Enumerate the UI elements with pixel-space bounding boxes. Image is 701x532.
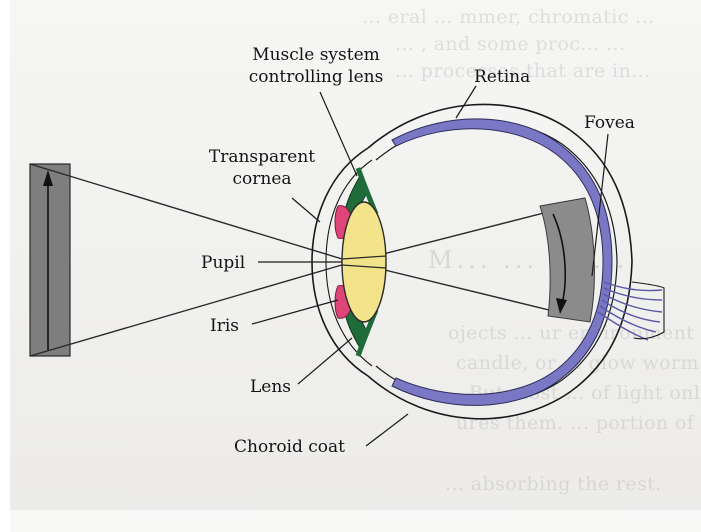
photo-border-left — [0, 0, 10, 532]
label-cornea-line1: Transparent — [209, 147, 315, 167]
label-choroid: Choroid coat — [234, 437, 345, 457]
leader-lens — [298, 338, 352, 384]
leader-choroid — [366, 414, 408, 446]
lens-body — [342, 202, 386, 322]
label-lens: Lens — [250, 377, 291, 397]
label-cornea-line2: cornea — [232, 169, 291, 189]
label-muscle-line2: controlling lens — [249, 67, 384, 87]
leader-iris — [252, 300, 338, 324]
object-arrow-figure — [30, 164, 70, 356]
light-rays — [30, 164, 590, 356]
label-fovea: Fovea — [584, 113, 635, 133]
label-pupil: Pupil — [201, 253, 245, 273]
object-bar — [30, 164, 70, 356]
photo-border-bottom — [0, 510, 701, 532]
label-iris: Iris — [210, 316, 239, 336]
label-retina: Retina — [474, 67, 530, 87]
leader-cornea — [292, 198, 320, 222]
label-muscle-line1: Muscle system — [252, 45, 380, 65]
leader-muscle — [320, 92, 357, 176]
ray-top-incoming — [30, 164, 352, 262]
retinal-image-band — [540, 198, 594, 322]
leader-retina — [456, 86, 476, 118]
